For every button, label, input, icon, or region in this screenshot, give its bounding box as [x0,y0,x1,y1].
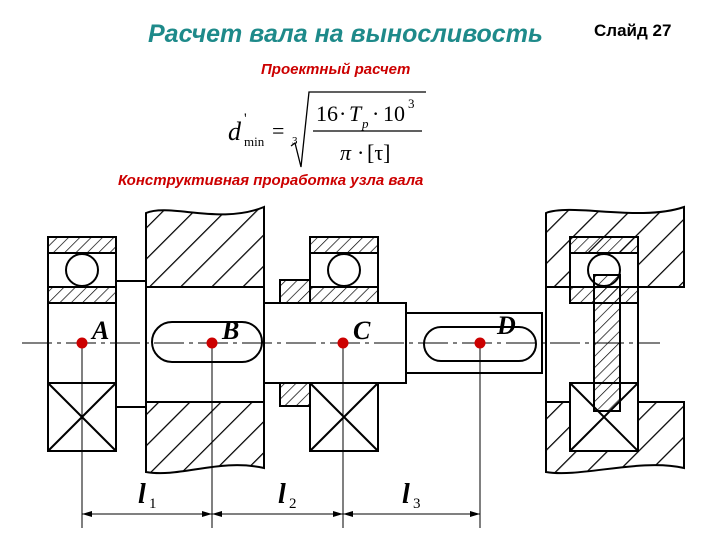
point-label-c: C [353,316,371,345]
design-calc-heading: Проектный расчет [261,61,411,78]
formula-equals: = [272,118,284,143]
point-b [206,337,218,349]
point-d [474,337,486,349]
slide-number: Слайд 27 [594,21,672,40]
dim-sub-l3: 3 [413,496,421,512]
formula-dot-2: · [372,101,379,126]
point-a [76,337,88,349]
formula-num-10: 10 [383,101,405,126]
point-label-d: D [496,311,516,340]
spacer-ring-top [279,279,311,304]
dim-sub-l1: 1 [149,496,157,512]
constructive-heading: Конструктивная проработка узла вала [118,172,424,189]
formula-exp: 3 [408,96,415,111]
spacer-ring-bottom [279,382,311,407]
formula-dot-1: · [339,101,346,126]
key-slot-b-inner [151,321,263,363]
middle-bearing-inner-race [309,286,379,304]
formula-num-16: 16 [316,101,338,126]
shaft-assembly-drawing: A B C D l 1 l 2 l 3 [22,205,685,528]
formula-lhs-d: d [228,117,242,146]
formula-torque-sub: p [361,116,369,131]
dim-label-l1: l [138,479,146,510]
formula-dot-3: · [357,140,364,165]
formula-den-pi: π [340,140,352,165]
middle-bearing-ball [327,253,361,287]
formula-torque: T [349,101,363,126]
slide-title: Расчет вала на выносливость [148,20,543,48]
dim-label-l2: l [278,479,286,510]
left-bearing-inner-race [47,286,117,304]
formula-den-tau: [τ] [367,140,391,165]
point-label-a: A [90,316,109,345]
middle-bearing-outer-race [309,236,379,254]
shaft-segment-left [115,280,147,408]
shaft-diameter-formula: d ' min = 3 16 · T p · 10 3 π · [τ] [228,91,426,168]
right-bearing-outer-race [569,236,639,254]
dim-label-l3: l [402,479,410,510]
hub-section [145,286,265,403]
formula-root-index: 3 [292,135,298,147]
left-bearing-outer-race [47,236,117,254]
dim-sub-l2: 2 [289,496,297,512]
radical-sign [290,91,426,168]
point-c [337,337,349,349]
point-label-b: B [221,316,239,345]
left-bearing-ball [65,253,99,287]
formula-lhs-sub: min [244,134,265,149]
formula-lhs-prime: ' [244,111,247,127]
